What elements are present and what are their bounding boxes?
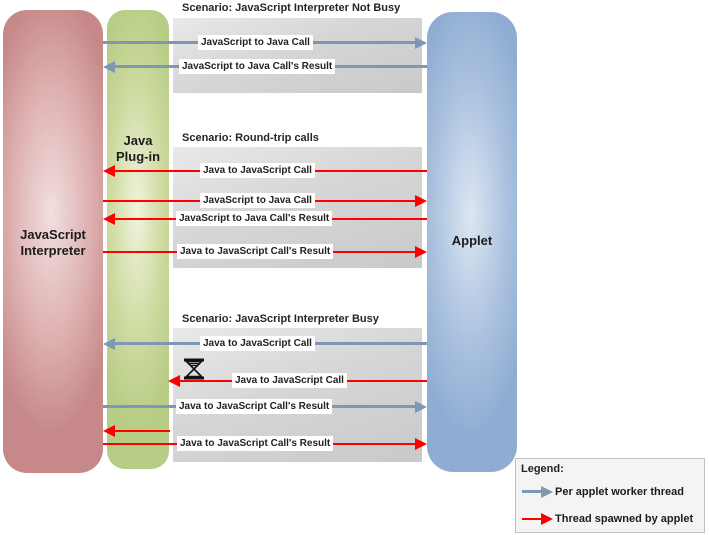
arrowhead-left-icon xyxy=(103,338,115,350)
hourglass-wait-icon xyxy=(184,358,204,380)
arrow-label: Java to JavaScript Call's Result xyxy=(177,244,334,259)
legend-panel: Legend: Per applet worker thread Thread … xyxy=(515,458,705,533)
arrowhead-right-icon xyxy=(415,438,427,450)
scenario-title-round-trip: Scenario: Round-trip calls xyxy=(182,132,319,144)
arrow-shaft xyxy=(113,430,170,432)
arrow-label: Java to JavaScript Call xyxy=(232,373,347,388)
applet-label: Applet xyxy=(451,233,493,248)
arrowhead-right-icon xyxy=(415,401,427,413)
arrow-label: Java to JavaScript Call's Result xyxy=(176,399,333,414)
arrowhead-right-icon xyxy=(541,486,553,498)
arrowhead-right-icon xyxy=(415,246,427,258)
legend-title: Legend: xyxy=(521,463,564,475)
arrow-label: JavaScript to Java Call's Result xyxy=(179,59,336,74)
arrow-label: Java to JavaScript Call's Result xyxy=(177,436,334,451)
legend-spawned-thread-label: Thread spawned by applet xyxy=(555,513,694,525)
arrow-shaft xyxy=(522,518,543,520)
arrow-label: Java to JavaScript Call xyxy=(200,163,315,178)
arrowhead-left-icon xyxy=(168,375,180,387)
legend-worker-thread-label: Per applet worker thread xyxy=(555,486,684,498)
column-javascript-interpreter: JavaScript Interpreter xyxy=(3,10,103,473)
arrow-label: JavaScript to Java Call xyxy=(200,193,315,208)
arrow-label: JavaScript to Java Call xyxy=(198,35,313,50)
arrowhead-right-icon xyxy=(415,195,427,207)
arrow-label: Java to JavaScript Call xyxy=(200,336,315,351)
arrow-label: JavaScript to Java Call's Result xyxy=(176,211,333,226)
arrowhead-left-icon xyxy=(103,165,115,177)
arrowhead-right-icon xyxy=(541,513,553,525)
java-plugin-label: Java Plug-in xyxy=(115,133,161,164)
scenario-title-busy: Scenario: JavaScript Interpreter Busy xyxy=(182,313,379,325)
column-java-plugin: Java Plug-in xyxy=(107,10,169,469)
column-applet: Applet xyxy=(427,12,517,472)
scenario-title-not-busy: Scenario: JavaScript Interpreter Not Bus… xyxy=(182,2,401,14)
javascript-interpreter-label: JavaScript Interpreter xyxy=(20,227,86,258)
arrowhead-left-icon xyxy=(103,425,115,437)
arrowhead-left-icon xyxy=(103,61,115,73)
arrowhead-left-icon xyxy=(103,213,115,225)
arrowhead-right-icon xyxy=(415,37,427,49)
arrow-shaft xyxy=(522,490,543,493)
scenario-panel-not-busy xyxy=(173,18,422,93)
